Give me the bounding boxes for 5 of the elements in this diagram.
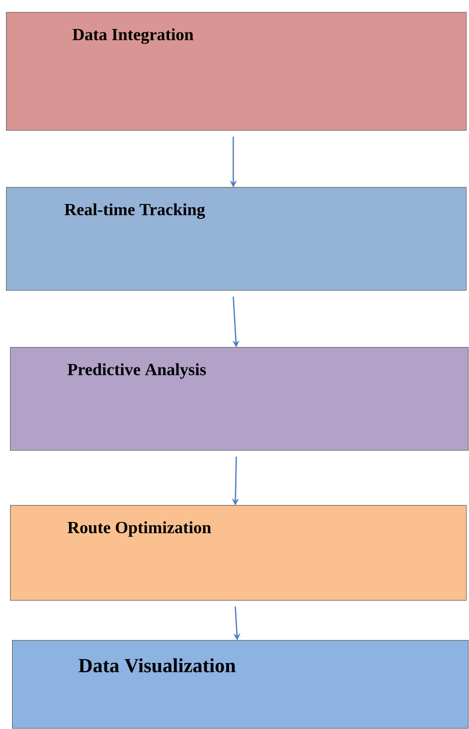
process-box: Data Integration xyxy=(6,12,467,131)
process-box: Data Visualization xyxy=(12,640,469,729)
process-box: Route Optimization xyxy=(10,505,467,601)
process-box: Predictive Analysis xyxy=(10,347,469,451)
process-box: Real-time Tracking xyxy=(6,187,467,291)
